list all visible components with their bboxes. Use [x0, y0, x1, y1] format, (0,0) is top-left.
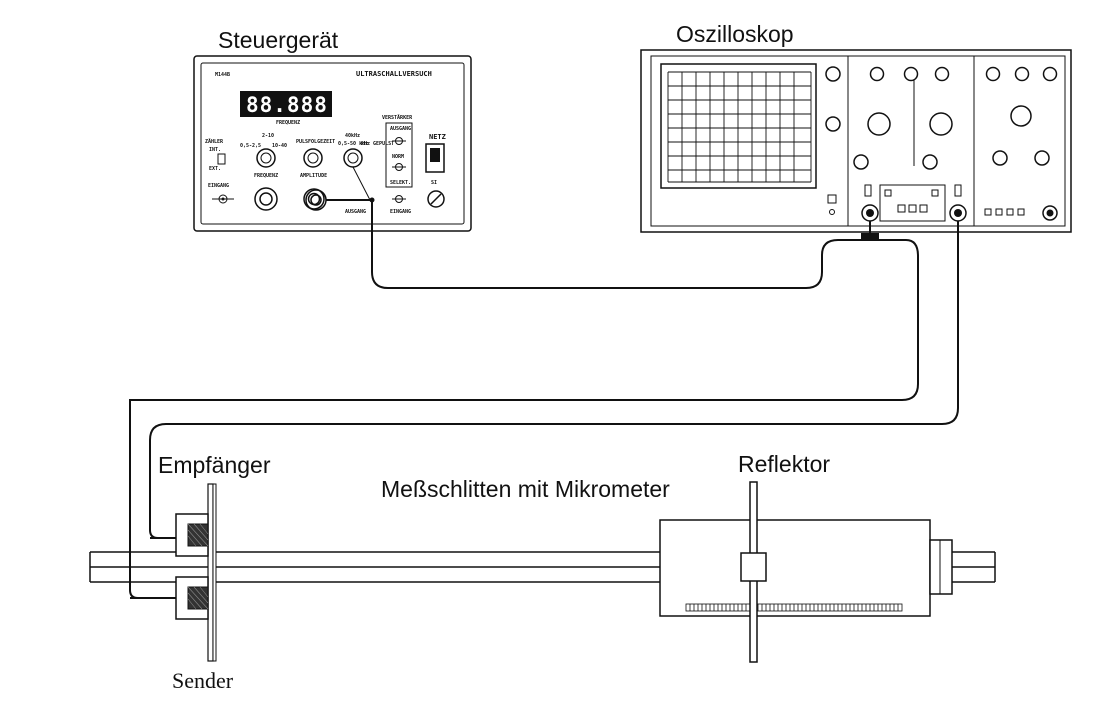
- reflector-plate: [740, 481, 767, 663]
- power-switch[interactable]: [425, 143, 445, 173]
- fuse-holder[interactable]: [427, 190, 445, 208]
- mode-button-3[interactable]: [897, 204, 906, 213]
- amp-in-socket[interactable]: [392, 195, 406, 203]
- range-low-label: 0,5-2,5: [240, 143, 261, 149]
- ch2-position-knob[interactable]: [903, 66, 919, 82]
- mode-right-label: kHz GEPULST: [361, 141, 394, 147]
- mode-button-1[interactable]: [884, 189, 892, 197]
- power-button[interactable]: [827, 194, 837, 204]
- amp-norm-label: NORM: [392, 154, 404, 160]
- ch1-coupling-switch[interactable]: [864, 184, 872, 197]
- measuring-sled: [659, 519, 953, 617]
- power-label: NETZ: [429, 133, 446, 141]
- cable-scope-to-transmitter: [129, 239, 919, 599]
- counter-input-socket[interactable]: [212, 194, 234, 204]
- frequency-display: [240, 91, 332, 117]
- amp-in-label: EINGANG: [390, 209, 411, 215]
- timebase-knob[interactable]: [929, 112, 953, 136]
- mode-button-5[interactable]: [919, 204, 928, 213]
- micrometer-knob[interactable]: [929, 539, 953, 595]
- intensity-knob[interactable]: [825, 66, 841, 82]
- ch1-position-knob[interactable]: [869, 66, 885, 82]
- x-position-knob[interactable]: [985, 66, 1001, 82]
- ch1-variable-knob[interactable]: [853, 154, 869, 170]
- scope-graticule: [667, 71, 812, 183]
- frequency-display-value: 88.888: [246, 93, 328, 117]
- micrometer-scale: [685, 603, 903, 612]
- counter-int-label: INT.: [209, 147, 221, 153]
- frequency-caption: FREQUENZ: [276, 120, 300, 126]
- oscilloscope-label: Oszilloskop: [676, 21, 794, 47]
- counter-ext-label: EXT.: [209, 166, 221, 172]
- controller-model: M144B: [215, 72, 230, 78]
- counter-switch[interactable]: [217, 153, 226, 165]
- scope-screen: [660, 63, 817, 189]
- pulse-label: PULSFOLGEZEIT: [296, 139, 335, 145]
- ch2-coupling-switch[interactable]: [954, 184, 962, 197]
- output-label: AUSGANG: [345, 209, 366, 215]
- amplifier-label: VERSTÄRKER: [382, 114, 413, 121]
- mode-button-panel: [879, 184, 946, 222]
- receiver-transducer: [175, 513, 209, 557]
- amp-out-socket[interactable]: [392, 137, 406, 145]
- power-lamp: [829, 209, 835, 215]
- controller-device: M144B ULTRASCHALLVERSUCH 88.888 FREQUENZ…: [193, 55, 472, 232]
- amplitude-label: AMPLITUDE: [300, 173, 327, 179]
- amplifier-panel: [385, 122, 413, 188]
- amp-mode-switch[interactable]: [392, 163, 406, 171]
- mode-label: 40kHz: [345, 133, 360, 139]
- amp-out-label: AUSGANG: [390, 126, 411, 132]
- right-button-2[interactable]: [995, 208, 1003, 216]
- right-button-3[interactable]: [1006, 208, 1014, 216]
- range-label: 2-10: [262, 133, 274, 139]
- x-variable-knob[interactable]: [1034, 150, 1050, 166]
- mode-left-label: 0,5-50 kHz: [338, 141, 368, 147]
- transmitter-label: Sender: [172, 668, 234, 693]
- frequency-knob[interactable]: [254, 187, 278, 211]
- ch2-variable-knob[interactable]: [992, 150, 1008, 166]
- ch2-offset-knob[interactable]: [1042, 66, 1058, 82]
- oscilloscope-device: [640, 49, 1072, 233]
- fuse-label: SI: [431, 180, 437, 186]
- receiver-label: Empfänger: [158, 452, 271, 478]
- holdoff-knob[interactable]: [1014, 66, 1030, 82]
- cable-receiver-to-scope: [149, 221, 959, 539]
- transducer-mount: [207, 483, 217, 662]
- range-high-label: 10-40: [272, 143, 287, 149]
- range-knob[interactable]: [256, 148, 276, 168]
- cable-controller-to-scope: [326, 199, 871, 289]
- t-adapter: [861, 233, 879, 241]
- frequency-knob-label: FREQUENZ: [254, 173, 278, 179]
- mode-button-4[interactable]: [908, 204, 917, 213]
- counter-label: ZÄHLER: [205, 138, 224, 145]
- controller-title: ULTRASCHALLVERSUCH: [356, 70, 432, 78]
- right-button-4[interactable]: [1017, 208, 1025, 216]
- ch1-volts-knob[interactable]: [867, 112, 891, 136]
- time-variable-knob[interactable]: [922, 154, 938, 170]
- focus-knob[interactable]: [825, 116, 841, 132]
- sled-label: Meßschlitten mit Mikrometer: [381, 476, 670, 502]
- reflector-label: Reflektor: [738, 451, 830, 477]
- controller-label: Steuergerät: [218, 27, 339, 53]
- transmitter-transducer: [175, 576, 209, 620]
- amp-select-label: SELEKT.: [390, 180, 411, 186]
- counter-input-label: EINGANG: [208, 183, 229, 189]
- right-button-1[interactable]: [984, 208, 992, 216]
- ch2-volts-knob[interactable]: [1010, 105, 1032, 127]
- mode-button-2[interactable]: [931, 189, 939, 197]
- trigger-level-knob[interactable]: [934, 66, 950, 82]
- ext-trigger-socket[interactable]: [1042, 205, 1058, 221]
- pulse-knob[interactable]: [303, 148, 323, 168]
